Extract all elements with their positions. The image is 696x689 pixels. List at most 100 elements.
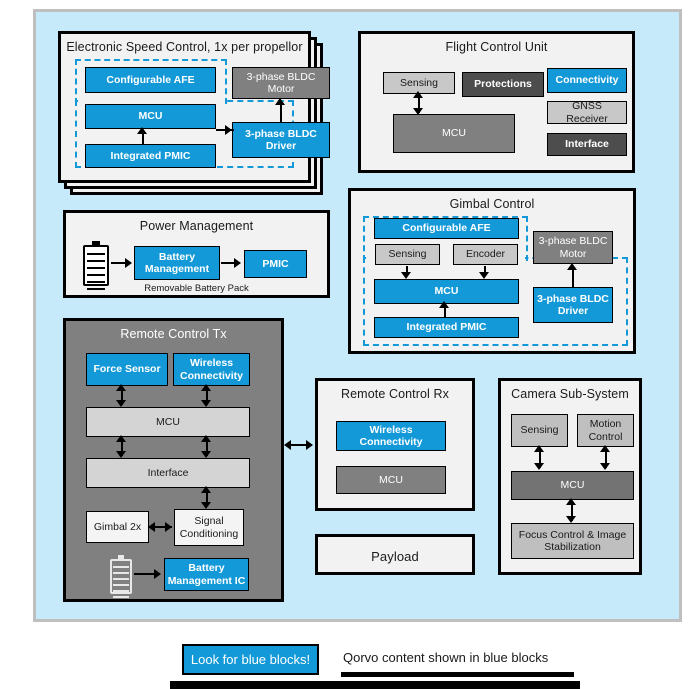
rc-tx-block-gimbal-2x[interactable]: Gimbal 2x <box>86 511 149 543</box>
legend-note: Qorvo content shown in blue blocks <box>343 650 549 665</box>
esc-block-bldc-driver[interactable]: 3-phase BLDC Driver <box>232 122 330 158</box>
rc-tx-arrow-down-mcu-b <box>201 400 211 407</box>
fcu-conn-sensing-mcu <box>418 96 420 113</box>
gimbal-conn-pmic-mcu <box>444 305 446 317</box>
camera-block-mcu[interactable]: MCU <box>511 471 634 500</box>
fcu-block-interface[interactable]: Interface <box>547 133 627 156</box>
rc-tx-conn-force-mcu <box>121 389 123 405</box>
tx-rx-arrow-right <box>306 440 313 450</box>
esc-arrow-driver-motor <box>275 98 285 105</box>
group-gimbal-control[interactable]: Gimbal Control Configurable AFE Sensing … <box>348 188 636 354</box>
rc-tx-arrow-battery-bmic <box>154 569 161 579</box>
gimbal-block-mcu[interactable]: MCU <box>374 279 519 304</box>
gimbal-title: Gimbal Control <box>449 197 535 211</box>
camera-block-sensing[interactable]: Sensing <box>511 414 568 447</box>
power-conn-bm-pmic <box>221 262 235 264</box>
camera-arrow-down-mcu-b <box>600 463 610 470</box>
fcu-block-sensing[interactable]: Sensing <box>383 72 455 94</box>
power-conn-battery-bm <box>111 262 127 264</box>
camera-conn-sensing-mcu <box>539 450 541 468</box>
camera-arrow-down-focus <box>566 516 576 523</box>
rc-tx-conn-gimbal-signal <box>152 526 172 528</box>
fcu-block-gnss-receiver[interactable]: GNSS Receiver <box>547 100 627 125</box>
rc-tx-block-signal-conditioning[interactable]: Signal Conditioning <box>174 509 244 546</box>
rc-tx-arrow-down-mcu-a <box>116 400 126 407</box>
bottom-accent-bar <box>170 681 580 689</box>
esc-conn-driver-motor <box>280 102 282 123</box>
group-payload[interactable]: Payload <box>315 534 475 575</box>
esc-conn-pmic-mcu <box>142 131 144 144</box>
gimbal-conn-encoder-mcu <box>484 266 486 275</box>
rc-tx-conn-mcu-interface-a <box>121 440 123 456</box>
gimbal-block-configurable-afe[interactable]: Configurable AFE <box>374 218 519 239</box>
rc-tx-arrow-left-gimbal <box>148 522 155 532</box>
group-electronic-speed-control[interactable]: Electronic Speed Control, 1x per propell… <box>58 31 330 183</box>
gimbal-arrow-driver-motor <box>567 263 577 270</box>
gimbal-block-integrated-pmic[interactable]: Integrated PMIC <box>374 317 519 338</box>
rc-tx-block-interface[interactable]: Interface <box>86 458 250 488</box>
group-remote-control-rx[interactable]: Remote Control Rx Wireless Connectivity … <box>315 378 475 511</box>
power-block-battery-management[interactable]: Battery Management <box>134 246 220 280</box>
payload-title: Payload <box>371 549 419 564</box>
group-remote-control-tx[interactable]: Remote Control Tx Force Sensor Wireless … <box>63 318 284 602</box>
group-power-management[interactable]: Power Management Battery Management PMIC… <box>63 210 330 298</box>
rc-tx-block-mcu[interactable]: MCU <box>86 407 250 437</box>
esc-arrow-mcu-driver <box>225 125 232 135</box>
fcu-arrow-to-sensing <box>413 91 423 98</box>
rc-tx-block-battery-management-ic[interactable]: Battery Management IC <box>164 558 249 591</box>
gimbal-qorvo-region-upper <box>363 216 528 261</box>
camera-arrow-up-motion <box>600 445 610 452</box>
fcu-block-connectivity[interactable]: Connectivity <box>547 68 627 93</box>
rc-tx-conn-interface-signal <box>206 491 208 506</box>
group-flight-control-unit[interactable]: Flight Control Unit Sensing Protections … <box>358 31 635 173</box>
tx-rx-link <box>290 444 312 446</box>
rc-tx-arrow-down-interface-b <box>201 451 211 458</box>
battery-icon <box>83 241 109 297</box>
rc-tx-arrow-down-interface-a <box>116 451 126 458</box>
esc-block-bldc-motor[interactable]: 3-phase BLDC Motor <box>232 67 330 99</box>
esc-block-integrated-pmic[interactable]: Integrated PMIC <box>85 144 216 168</box>
group-camera-sub-system[interactable]: Camera Sub-System Sensing Motion Control… <box>498 378 642 575</box>
rc-tx-arrow-up-interface <box>201 486 211 493</box>
fcu-block-protections[interactable]: Protections <box>462 72 544 97</box>
gimbal-block-bldc-driver[interactable]: 3-phase BLDC Driver <box>533 287 613 323</box>
gimbal-block-sensing[interactable]: Sensing <box>375 244 440 265</box>
rc-tx-arrow-right-signal <box>165 522 172 532</box>
rc-tx-arrow-up-wireless <box>201 384 211 391</box>
camera-arrow-down-mcu-a <box>534 463 544 470</box>
legend-button[interactable]: Look for blue blocks! <box>182 644 319 675</box>
rc-tx-arrow-up-mcu-a <box>116 435 126 442</box>
rc-tx-arrow-up-force <box>116 384 126 391</box>
rc-tx-conn-battery-bmic <box>134 573 156 575</box>
tx-rx-arrow-left <box>284 440 291 450</box>
rc-tx-conn-mcu-interface-b <box>206 440 208 456</box>
fcu-title: Flight Control Unit <box>445 40 548 54</box>
fcu-block-mcu[interactable]: MCU <box>393 114 515 153</box>
rc-tx-block-force-sensor[interactable]: Force Sensor <box>86 353 168 386</box>
rc-tx-title: Remote Control Tx <box>120 327 227 341</box>
esc-qorvo-region-upper <box>75 59 227 104</box>
esc-block-mcu[interactable]: MCU <box>85 104 216 129</box>
rc-rx-block-mcu[interactable]: MCU <box>336 466 446 494</box>
gimbal-conn-driver-motor <box>572 267 574 288</box>
esc-title: Electronic Speed Control, 1x per propell… <box>66 40 303 54</box>
gimbal-conn-sensing-mcu <box>406 266 408 275</box>
camera-conn-mcu-focus <box>571 503 573 521</box>
power-arrow-bm-pmic <box>234 258 241 268</box>
rc-tx-battery-icon <box>110 555 132 598</box>
rc-rx-block-wireless-connectivity[interactable]: Wireless Connectivity <box>336 421 446 451</box>
camera-block-focus-control[interactable]: Focus Control & Image Stabilization <box>511 523 634 559</box>
camera-block-motion-control[interactable]: Motion Control <box>577 414 634 447</box>
power-caption: Removable Battery Pack <box>144 283 249 294</box>
rc-tx-conn-wireless-mcu <box>206 389 208 405</box>
rc-tx-block-wireless-connectivity[interactable]: Wireless Connectivity <box>173 353 250 386</box>
esc-arrow-pmic-mcu <box>137 127 147 134</box>
gimbal-block-encoder[interactable]: Encoder <box>453 244 518 265</box>
power-arrow-battery-bm <box>125 258 132 268</box>
esc-block-configurable-afe[interactable]: Configurable AFE <box>85 67 216 93</box>
rc-tx-arrow-up-mcu-b <box>201 435 211 442</box>
power-title: Power Management <box>139 219 254 233</box>
gimbal-block-bldc-motor[interactable]: 3-phase BLDC Motor <box>533 231 613 264</box>
power-block-pmic[interactable]: PMIC <box>244 250 307 278</box>
